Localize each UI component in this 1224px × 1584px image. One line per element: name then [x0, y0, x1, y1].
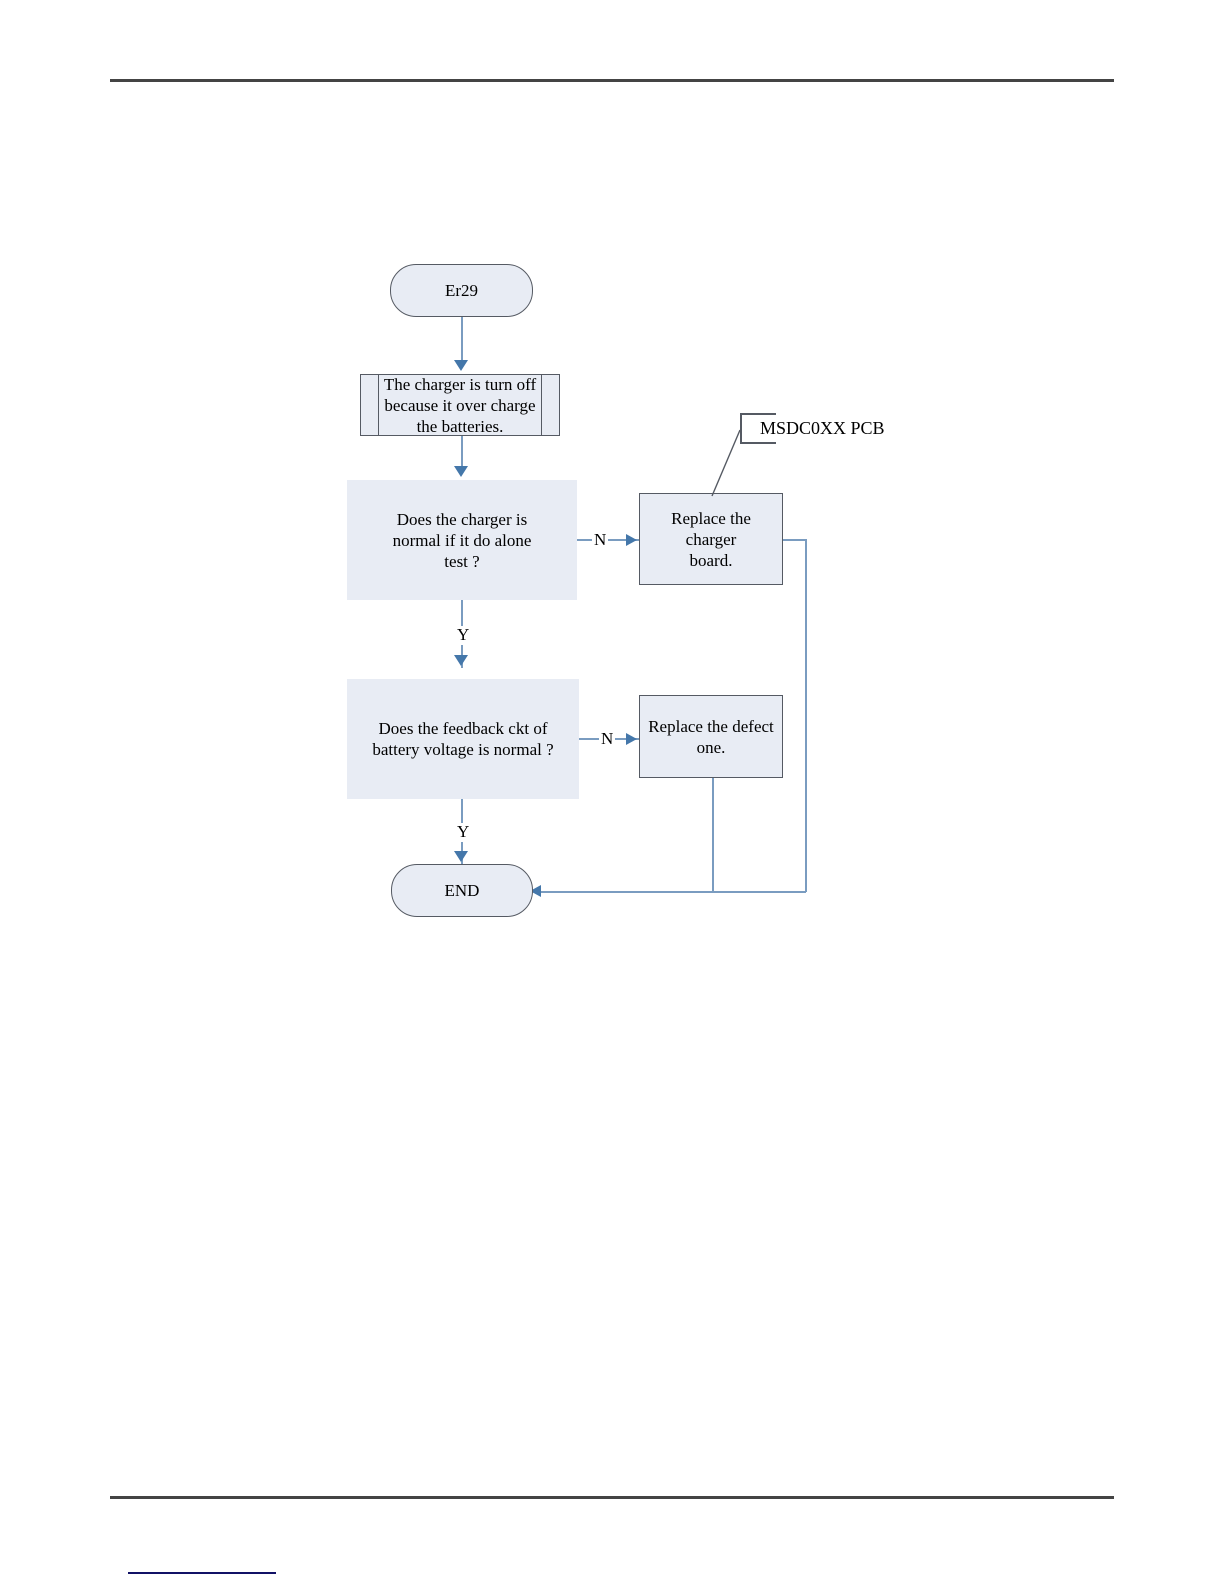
- node-action1-label: Replace the charger board.: [671, 508, 751, 570]
- node-start-label: Er29: [444, 281, 479, 300]
- node-decision2-label: Does the feedback ckt of battery voltage…: [372, 719, 554, 759]
- callout-label-msdc0xx-pcb: MSDC0XX PCB: [760, 418, 885, 438]
- connector-decision2-yes-upper: [461, 799, 463, 824]
- callout-leader-line: [711, 429, 741, 497]
- connector-decision1-yes-upper: [461, 600, 463, 628]
- node-symptom-label: The charger is turn off because it over …: [383, 374, 537, 436]
- arrowhead-decision2-to-end: [454, 851, 468, 862]
- footnote-separator-rule: [128, 1572, 276, 1574]
- arrowhead-decision2-no: [626, 733, 637, 745]
- node-symptom-predefined-process[interactable]: The charger is turn off because it over …: [360, 374, 560, 436]
- node-end-terminator[interactable]: END: [391, 864, 533, 917]
- node-decision1-label: Does the charger is normal if it do alon…: [392, 509, 532, 571]
- node-action1-process[interactable]: Replace the charger board.: [639, 493, 783, 585]
- connector-bottom-rail-to-end: [540, 891, 806, 893]
- callout-bracket-top: [740, 413, 776, 415]
- connector-symptom-to-decision1: [461, 436, 463, 469]
- arrowhead-symptom-to-decision1: [454, 466, 468, 477]
- footer-rule: [110, 1496, 1114, 1499]
- connector-start-to-symptom: [461, 317, 463, 362]
- node-end-label: END: [444, 881, 480, 900]
- branch-label-decision1-no: N: [592, 530, 609, 549]
- header-rule: [110, 79, 1114, 82]
- node-start-terminator[interactable]: Er29: [390, 264, 533, 317]
- connector-action1-down: [805, 539, 807, 892]
- arrowhead-decision1-no: [626, 534, 637, 546]
- connector-action2-down: [712, 778, 714, 892]
- connector-action1-exit-right: [783, 539, 807, 541]
- callout-bracket-left: [740, 413, 742, 443]
- arrowhead-decision1-to-decision2: [454, 655, 468, 666]
- node-action2-label: Replace the defect one.: [648, 716, 774, 757]
- node-action2-process[interactable]: Replace the defect one.: [639, 695, 783, 778]
- branch-label-decision1-yes: Y: [455, 625, 472, 644]
- arrowhead-start-to-symptom: [454, 360, 468, 371]
- node-decision1[interactable]: Does the charger is normal if it do alon…: [347, 480, 577, 600]
- callout-bracket-bottom: [740, 442, 776, 444]
- branch-label-decision2-yes: Y: [455, 822, 472, 841]
- branch-label-decision2-no: N: [599, 729, 616, 748]
- node-decision2[interactable]: Does the feedback ckt of battery voltage…: [347, 679, 579, 799]
- arrowhead-into-end: [530, 885, 541, 897]
